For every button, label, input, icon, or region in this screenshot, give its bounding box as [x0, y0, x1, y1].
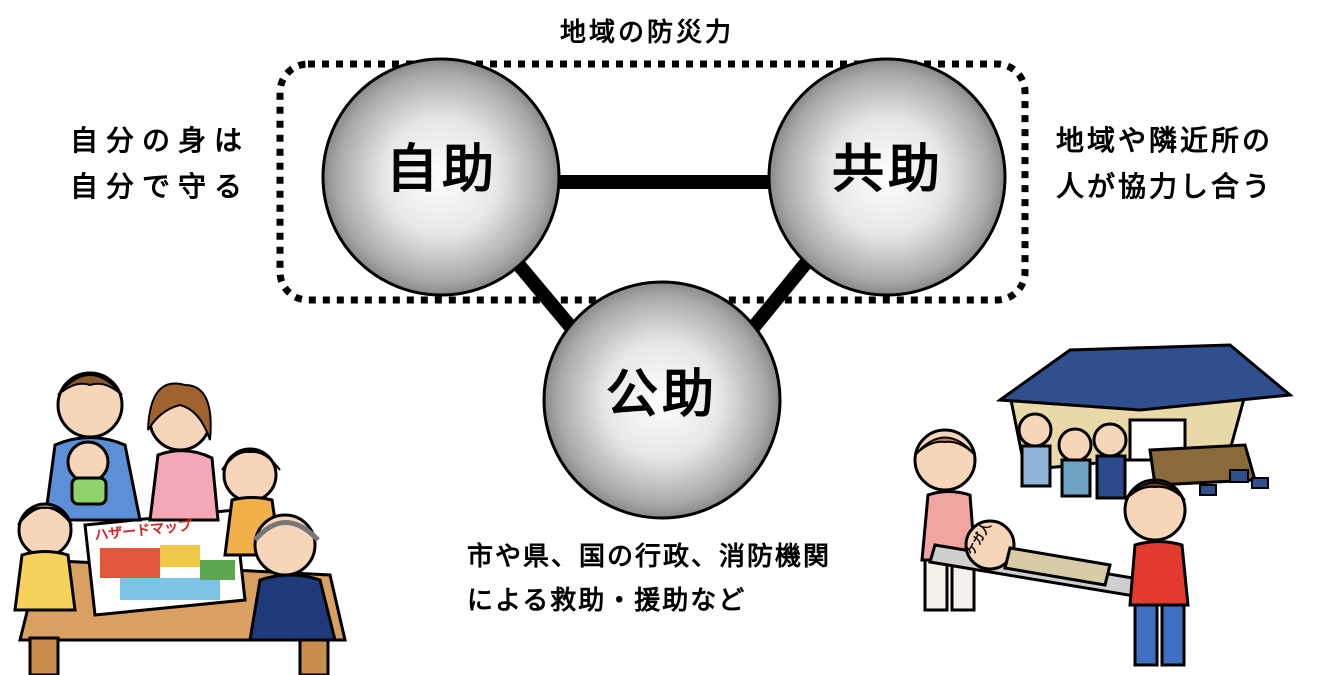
public-help-description: 市や県、国の行政、消防機関 による救助・援助など — [467, 535, 831, 623]
public-help-description-line-2: による救助・援助など — [467, 586, 747, 616]
mutual-help-description-line-2: 人が協力し合う — [1056, 170, 1274, 203]
self-help-description-line-1: 自分の身は — [70, 124, 251, 157]
family-hazard-map-illustration: ハザードマップ — [13, 371, 347, 675]
sphere-public — [542, 280, 782, 520]
public-help-description-line-1: 市や県、国の行政、消防機関 — [467, 542, 832, 572]
mutual-help-description-line-1: 地域や隣近所の — [1056, 124, 1274, 157]
sphere-self — [321, 57, 561, 297]
node-label-self-help: 自助 — [385, 140, 498, 200]
community-group-boundary — [276, 60, 1029, 304]
rescue-illustration: ケガ人 — [913, 343, 1294, 667]
self-help-description: 自分の身は 自分で守る — [70, 118, 250, 210]
collapsed-roof — [995, 343, 1294, 412]
node-label-mutual-help: 共助 — [831, 140, 944, 200]
mutual-help-description: 地域や隣近所の 人が協力し合う — [1056, 118, 1273, 210]
sphere-mutual — [767, 57, 1007, 297]
diagram-title: 地域の防災力 — [560, 18, 735, 48]
self-help-description-line-2: 自分で守る — [70, 170, 251, 203]
node-label-public-help: 公助 — [605, 365, 718, 425]
